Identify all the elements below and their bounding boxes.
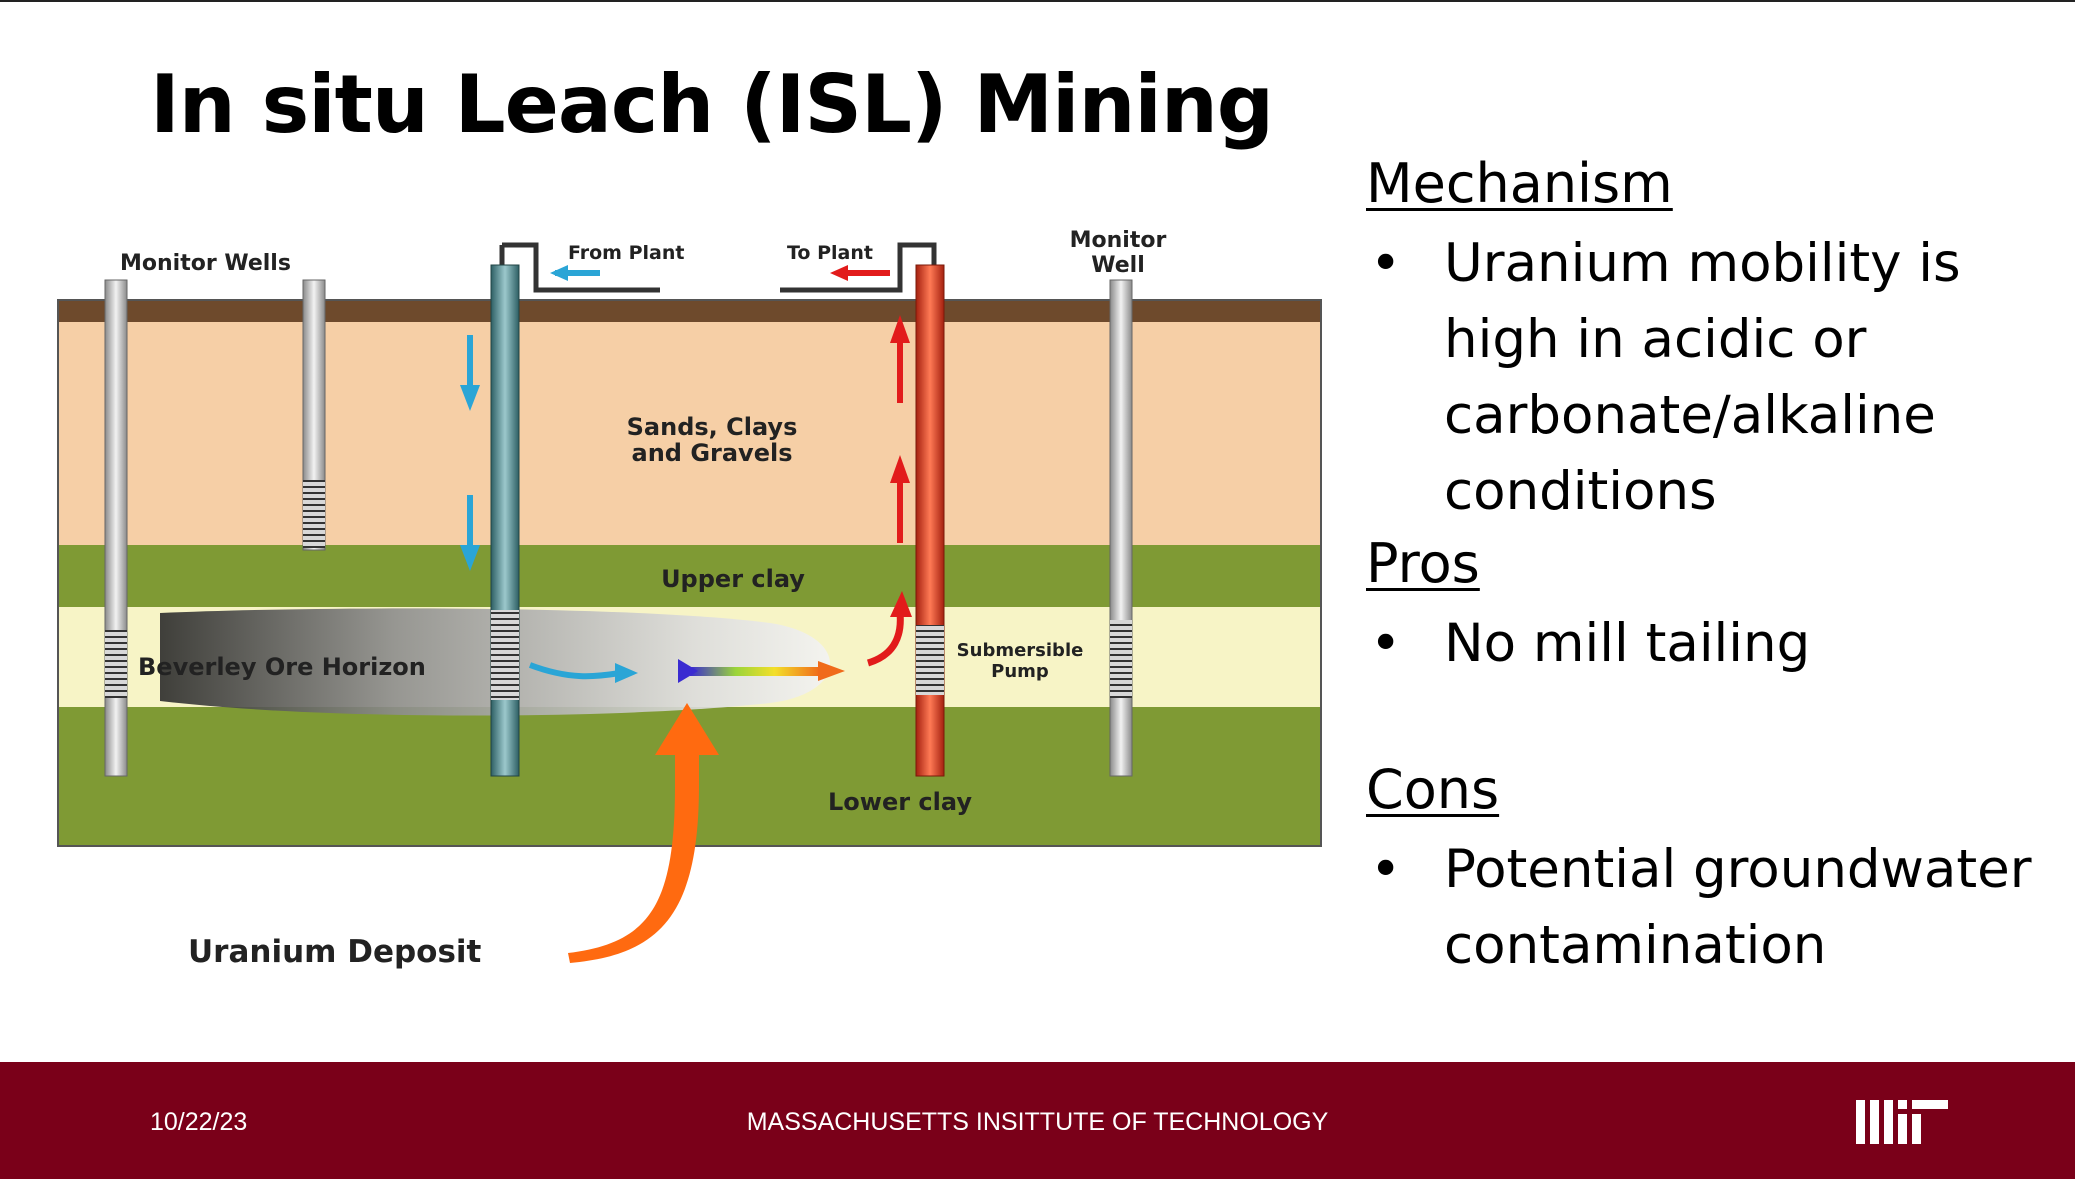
leach-flow-arrow: [690, 667, 820, 676]
label-to-plant: To Plant: [787, 242, 873, 264]
label-uranium-deposit: Uranium Deposit: [188, 934, 482, 970]
label-lower-clay: Lower clay: [828, 788, 972, 816]
bullet-glyph: •: [1370, 613, 1402, 674]
pros-text: No mill tailing: [1444, 613, 1811, 674]
extraction-arrows: [866, 315, 912, 667]
cons-heading: Cons: [1366, 758, 1500, 821]
cons-text: Potential groundwater contamination: [1444, 839, 2032, 976]
label-ore-horizon: Beverley Ore Horizon: [138, 653, 426, 681]
mechanism-text: Uranium mobility is high in acidic or ca…: [1444, 233, 1961, 522]
footer-date: 10/22/23: [150, 1108, 248, 1136]
uranium-deposit-arrow: [568, 703, 719, 963]
top-border: [0, 0, 2075, 2]
label-sands-line1: Sands, Clays: [627, 413, 798, 441]
label-pump-line1: Submersible: [957, 640, 1084, 661]
pros-heading: Pros: [1366, 532, 1480, 595]
bullet-glyph: •: [1370, 233, 1402, 294]
mit-logo: [1856, 1100, 1948, 1144]
label-monitor-wells: Monitor Wells: [120, 251, 291, 276]
injection-arrows: [460, 335, 480, 571]
monitor-well-1: [104, 279, 128, 777]
isl-mining-diagram: Monitor Wells From Plant To Plant Monito…: [57, 228, 1322, 970]
topsoil-layer: [58, 300, 1321, 322]
label-upper-clay: Upper clay: [661, 565, 805, 593]
extraction-well: [915, 264, 945, 777]
label-pump-line2: Pump: [991, 661, 1049, 682]
label-monitor-well-line1: Monitor: [1070, 228, 1167, 253]
label-monitor-well-line2: Well: [1091, 253, 1145, 278]
monitor-well-3: [1109, 279, 1133, 777]
footer-bar: 10/22/23 MASSACHUSETTS INSITTUTE OF TECH…: [0, 1062, 2075, 1179]
slide-title: In situ Leach (ISL) Mining: [150, 58, 1274, 151]
ore-flow-arrow: [528, 662, 621, 680]
label-from-plant: From Plant: [568, 242, 684, 264]
footer-institution: MASSACHUSETTS INSITTUTE OF TECHNOLOGY: [746, 1108, 1329, 1136]
bullet-glyph: •: [1370, 839, 1402, 900]
mechanism-heading: Mechanism: [1366, 152, 1673, 215]
label-sands-line2: and Gravels: [632, 439, 793, 467]
